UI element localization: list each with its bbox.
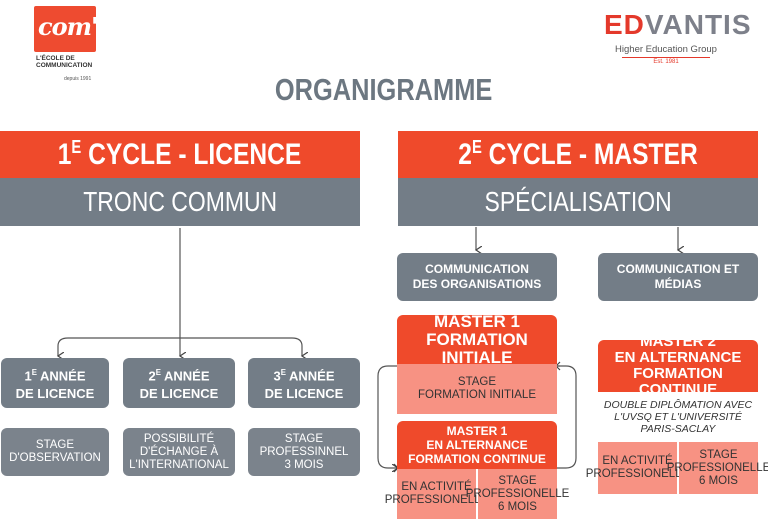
master2-activite: EN ACTIVITÉ PROFESSIONELLE <box>586 442 689 494</box>
comsup-logo: com'sup L'ÉCOLE DE COMMUNICATION depuis … <box>34 6 143 82</box>
edvantis-logo: EDVANTIS Higher Education Group Est. 198… <box>604 9 752 66</box>
loop-right <box>556 365 577 469</box>
year-box-3: 3E ANNÉE DE LICENCE <box>248 358 360 408</box>
master1-alternance-activite: EN ACTIVITÉ PROFESSIONELLE <box>385 469 488 519</box>
master1-initiale-header: MASTER 1 FORMATION INITIALE <box>397 312 557 366</box>
connector-horizontal <box>58 337 69 356</box>
loop-left <box>377 365 398 468</box>
master1-initiale-stage: STAGE FORMATION INITIALE <box>397 364 557 414</box>
page-title: ORGANIGRAMME <box>275 72 493 107</box>
spec-communication-medias: COMMUNICATION ET MÉDIAS <box>598 253 758 301</box>
comsup-caption: L'ÉCOLE DE COMMUNICATION <box>36 55 93 69</box>
master2-header: MASTER 2 EN ALTERNANCE FORMATION CONTINU… <box>598 334 758 398</box>
master2-stage: STAGE PROFESSIONELLE 6 MOIS <box>667 442 768 494</box>
tronc-commun-band: TRONC COMMUN <box>0 178 360 226</box>
edvantis-subtitle: Higher Education Group <box>615 44 717 55</box>
master1-alternance-stage: STAGE PROFESSIONELLE 6 MOIS <box>466 469 569 519</box>
year-box-2: 2E ANNÉE DE LICENCE <box>123 358 235 408</box>
specialisation-band: SPÉCIALISATION <box>398 178 758 226</box>
edvantis-brand: EDVANTIS <box>604 9 752 40</box>
stage-box-1: STAGE D'OBSERVATION <box>1 428 109 476</box>
cycle1-header: 1E CYCLE - LICENCE <box>0 131 360 178</box>
spec-communication-organisations: COMMUNICATION DES ORGANISATIONS <box>397 253 557 301</box>
stage-box-2: POSSIBILITÉ D'ÉCHANGE À L'INTERNATIONAL <box>123 428 235 476</box>
edvantis-est: Est. 1981 <box>622 57 710 65</box>
cycle2-header: 2E CYCLE - MASTER <box>398 131 758 178</box>
master1-alternance-header: MASTER 1 EN ALTERNANCE FORMATION CONTINU… <box>397 421 557 469</box>
stage-box-3: STAGE PROFESSINNEL 3 MOIS <box>248 428 360 476</box>
master2-note: DOUBLE DIPLÔMATION AVEC L'UVSQ ET L'UNIV… <box>603 399 753 435</box>
year-box-1: 1E ANNÉE DE LICENCE <box>1 358 109 408</box>
comsup-logo-mark: com'sup <box>34 6 143 52</box>
